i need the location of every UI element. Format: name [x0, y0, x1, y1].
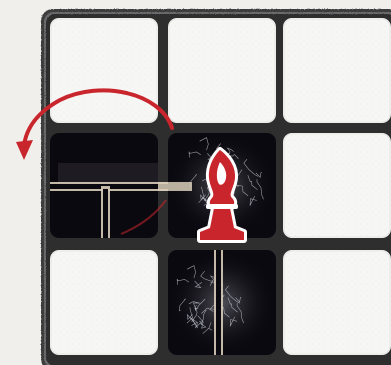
tile-r2-c0[interactable]: [50, 250, 158, 355]
tile-r1-c0[interactable]: [50, 133, 168, 238]
tile-r2-c1[interactable]: [168, 250, 276, 355]
tile-r0-c1[interactable]: [168, 18, 276, 123]
tile-r1-c2[interactable]: [283, 133, 391, 238]
tile-r2-c2[interactable]: [283, 250, 391, 355]
tile-r0-c0[interactable]: [50, 18, 158, 123]
tile-r0-c2[interactable]: [283, 18, 391, 123]
